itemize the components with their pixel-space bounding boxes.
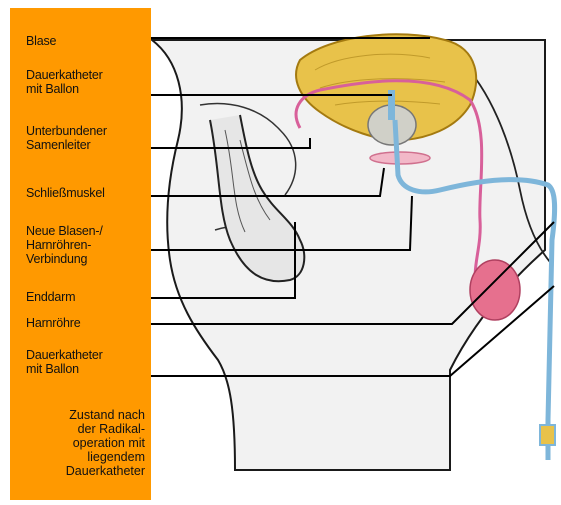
label-dauerkatheter-top: Dauerkatheter mit Ballon — [26, 68, 103, 96]
label-dauerkatheter-bottom: Dauerkatheter mit Ballon — [26, 348, 103, 376]
label-sidebar: Blase Dauerkatheter mit Ballon Unterbund… — [10, 8, 151, 500]
label-harnroehre: Harnröhre — [26, 316, 80, 330]
caption: Zustand nach der Radikal- operation mit … — [66, 408, 145, 478]
label-schliessmuskel: Schließmuskel — [26, 186, 105, 200]
testis — [470, 260, 520, 320]
label-enddarm: Enddarm — [26, 290, 75, 304]
label-verbindung: Neue Blasen-/ Harnröhren- Verbindung — [26, 224, 103, 266]
sphincter — [370, 152, 430, 164]
label-samenleiter: Unterbundener Samenleiter — [26, 124, 107, 152]
label-blase: Blase — [26, 34, 56, 48]
